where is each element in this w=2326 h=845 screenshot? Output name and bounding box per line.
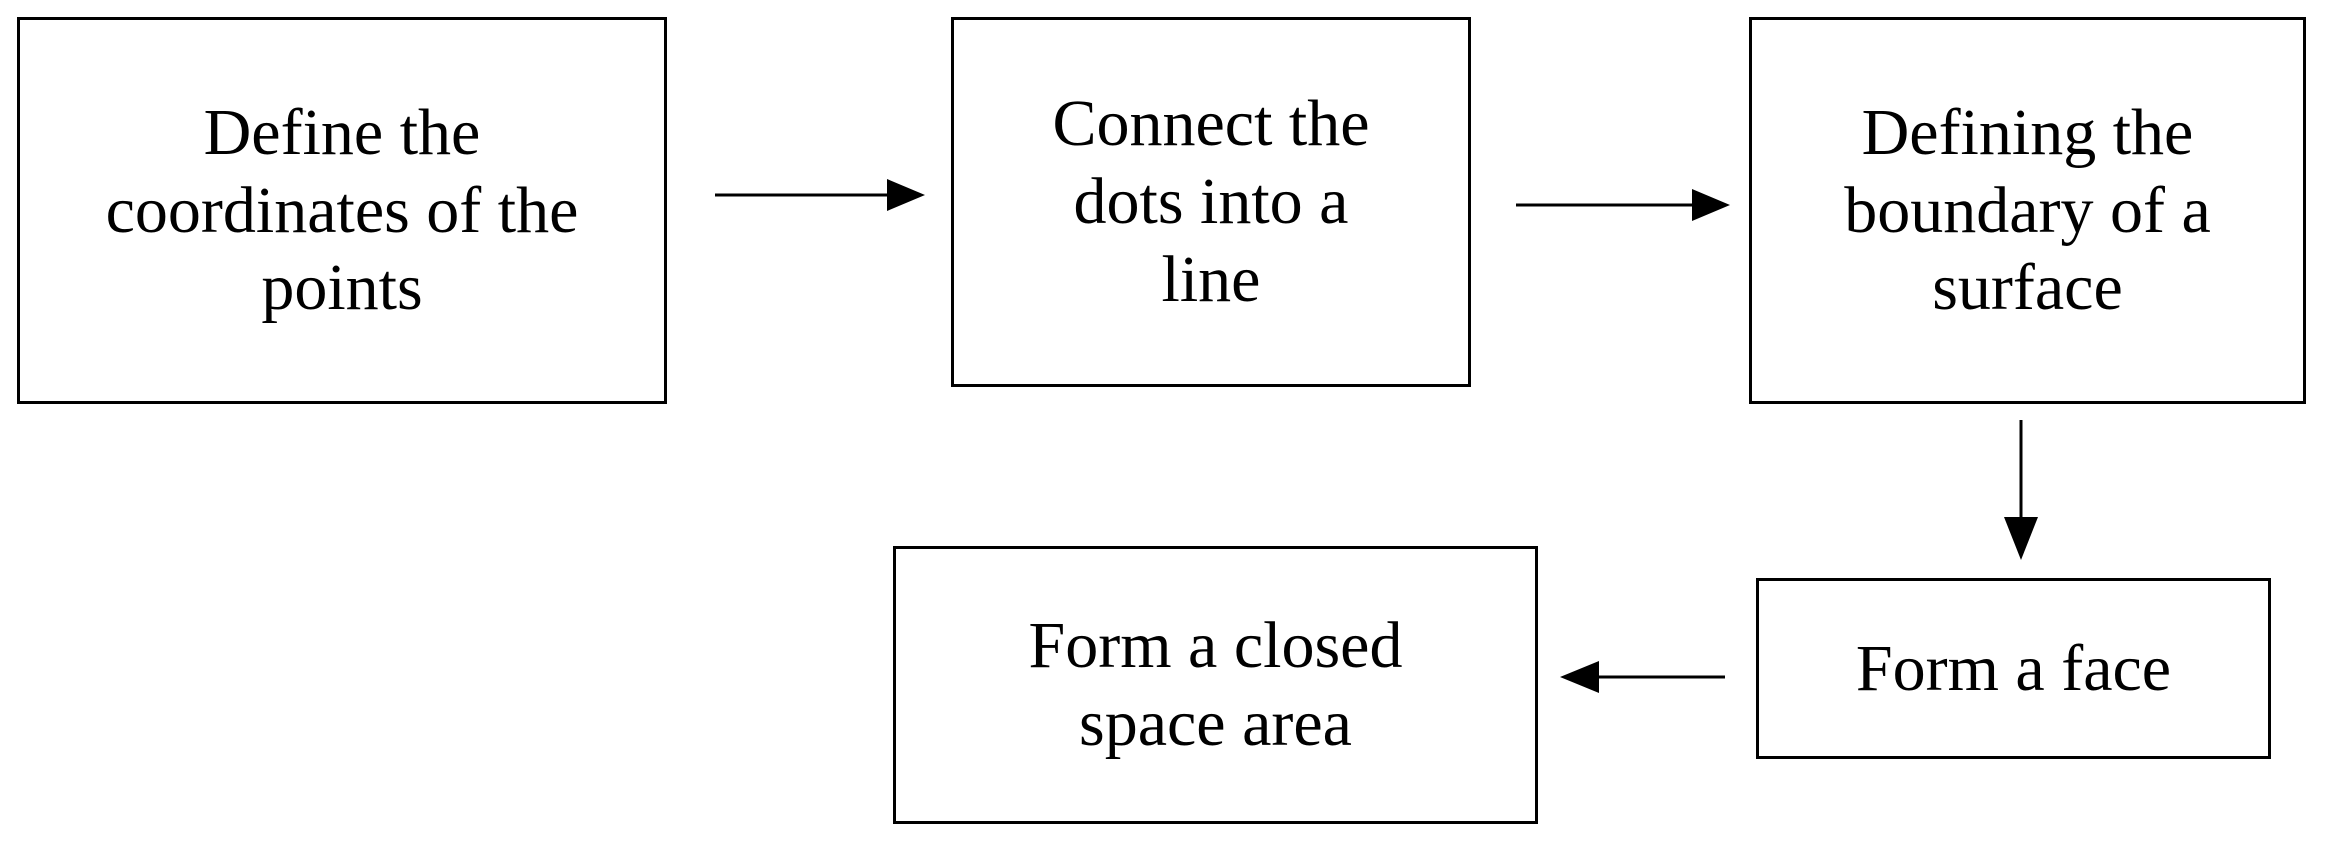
step-label-closed-space: Form a closed space area	[1028, 609, 1403, 760]
step-label-form-face: Form a face	[1855, 631, 2172, 705]
step-label-connect-dots: Connect the dots into a line	[1052, 87, 1370, 316]
arrow-down-icon	[2004, 420, 2038, 560]
step-box-define-boundary: Defining the boundary of a surface	[1749, 17, 2306, 404]
step-box-closed-space: Form a closed space area	[893, 546, 1538, 824]
step-box-connect-dots: Connect the dots into a line	[951, 17, 1471, 387]
arrow-right-icon	[715, 179, 925, 211]
step-label-define-boundary: Defining the boundary of a surface	[1844, 95, 2211, 325]
arrow-right-icon	[1516, 189, 1730, 221]
step-box-form-face: Form a face	[1756, 578, 2271, 759]
step-box-define-coordinates: Define the coordinates of the points	[17, 17, 667, 404]
arrow-left-icon	[1560, 661, 1725, 693]
step-label-define-coordinates: Define the coordinates of the points	[105, 95, 579, 325]
